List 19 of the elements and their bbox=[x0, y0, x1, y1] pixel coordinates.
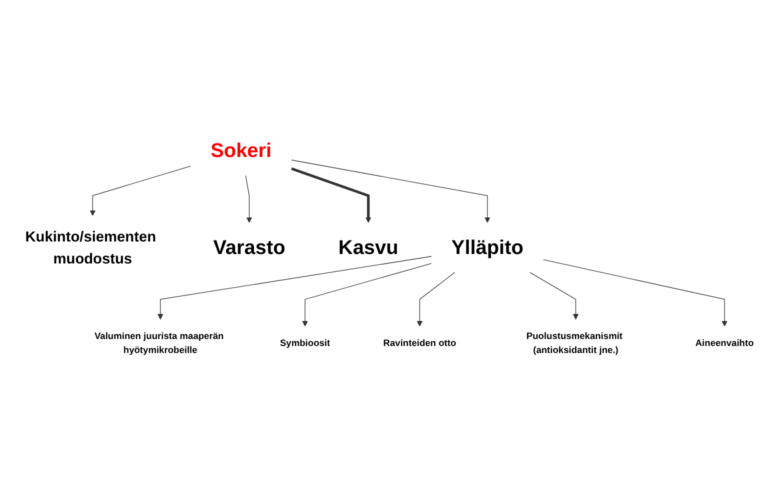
arrow bbox=[416, 272, 456, 326]
arrow bbox=[291, 167, 372, 223]
node-text: Ylläpito bbox=[451, 236, 524, 258]
node-text: Sokeri bbox=[210, 140, 272, 162]
arrow bbox=[291, 160, 490, 223]
arrow bbox=[157, 256, 432, 320]
arrow bbox=[302, 263, 432, 326]
node-text: Varasto bbox=[213, 236, 286, 258]
node-text: Aineenvaihto bbox=[695, 338, 754, 348]
node-text: Puolustusmekanismit (antioksidantit jne.) bbox=[526, 330, 623, 356]
arrow bbox=[90, 166, 192, 216]
node-text: Symbioosit bbox=[280, 338, 330, 348]
node-text: Kasvu bbox=[338, 236, 398, 258]
arrow bbox=[543, 259, 728, 326]
arrow bbox=[530, 272, 579, 320]
arrow bbox=[245, 175, 252, 223]
node-text: Kukinto/siementen muodostus bbox=[25, 228, 156, 267]
node-text: Valuminen juurista maaperän hyötymikrobeille bbox=[94, 330, 224, 356]
node-text: Ravinteiden otto bbox=[383, 338, 456, 348]
